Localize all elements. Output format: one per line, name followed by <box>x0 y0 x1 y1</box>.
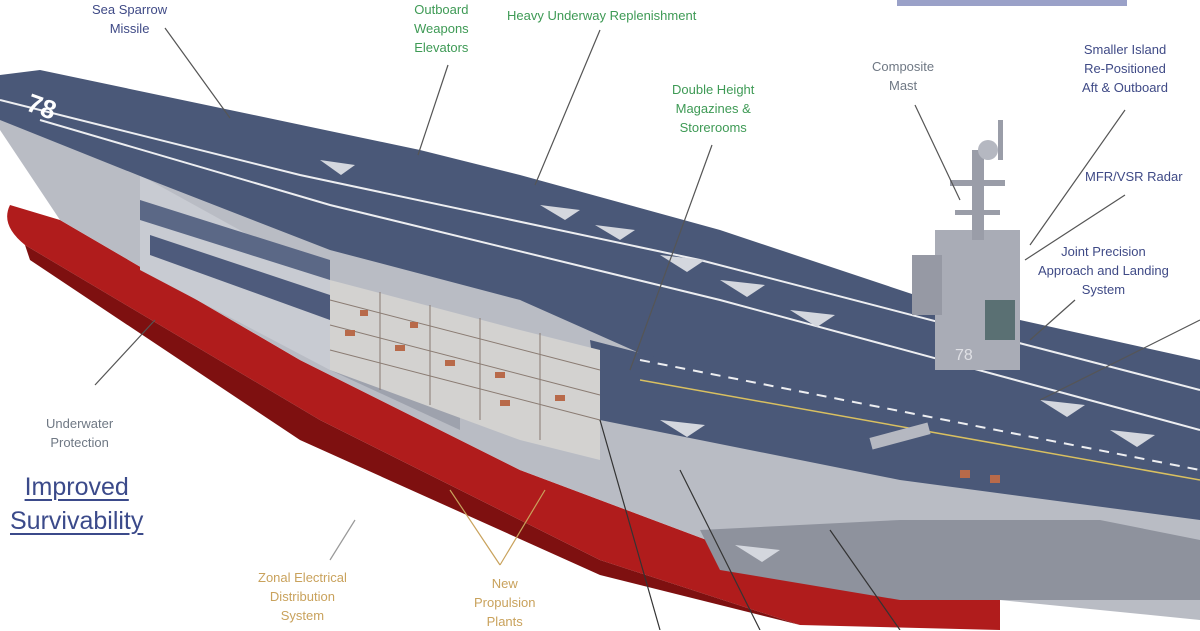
heading-improved-survivability: Improved Survivability <box>10 473 144 535</box>
label-sea-sparrow-missile: Sea Sparrow Missile <box>92 2 168 36</box>
label-new-propulsion-plants: New Propulsion Plants <box>474 576 536 629</box>
label-double-height-magazines: Double Height Magazines & Storerooms <box>672 82 755 135</box>
label-mfr-vsr-radar: MFR/VSR Radar <box>1085 169 1183 184</box>
svg-text:78: 78 <box>955 347 973 364</box>
label-smaller-island: Smaller Island Re-Positioned Aft & Outbo… <box>1082 42 1168 95</box>
island-superstructure: 78 <box>912 120 1020 370</box>
label-composite-mast: Composite Mast <box>872 59 935 93</box>
hangar-deck <box>140 200 330 280</box>
label-outboard-weapons-elevators: Outboard Weapons Elevators <box>414 2 469 55</box>
label-zonal-electrical: Zonal Electrical Distribution System <box>258 570 347 623</box>
aircraft <box>320 160 1155 562</box>
label-heavy-underway-replenishment: Heavy Underway Replenishment <box>507 8 697 23</box>
label-jpals: Joint Precision Approach and Landing Sys… <box>1038 244 1169 297</box>
label-underwater-protection: Underwater Protection <box>46 416 114 450</box>
title-banner <box>897 0 1127 6</box>
